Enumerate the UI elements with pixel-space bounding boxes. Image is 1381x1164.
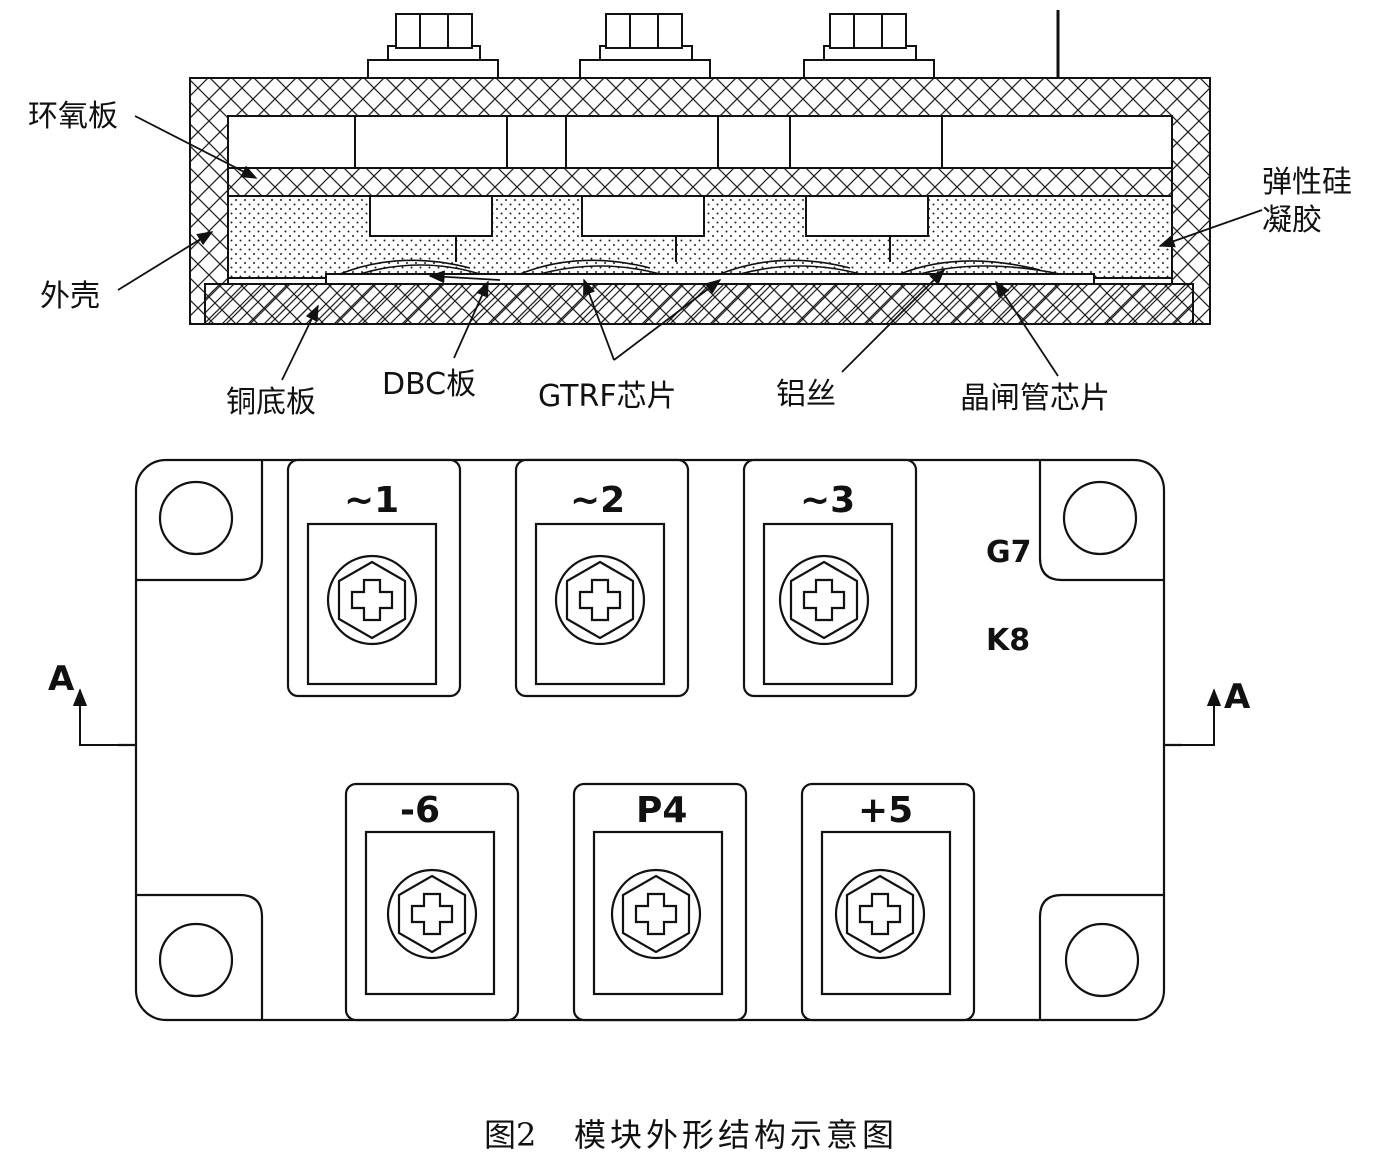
top-view-labels: ~1 ~2 ~3 -6 P4 +5 G7 K8 A A — [48, 480, 1251, 831]
label-gtrf-chip: GTRF芯片 — [538, 379, 677, 414]
top-view — [118, 458, 1182, 1022]
section-marks — [72, 688, 1222, 746]
screw-icon — [326, 554, 418, 646]
caption-figure-no: 图2 — [484, 1116, 536, 1154]
caption-title: 模块外形结构示意图 — [574, 1116, 898, 1154]
terminal-top-3 — [742, 458, 918, 698]
terminal-label-2: ~2 — [570, 480, 625, 521]
section-mark-left: A — [48, 659, 75, 699]
terminal-post-3 — [789, 13, 943, 262]
terminal-bottom-6 — [344, 782, 520, 1022]
terminal-bottom-5 — [800, 782, 976, 1022]
pin-label-g7: G7 — [986, 535, 1032, 570]
label-dbc-board: DBC板 — [382, 367, 476, 402]
screw-icon — [386, 868, 478, 960]
copper-base-plate — [204, 283, 1194, 325]
dbc-board — [325, 273, 1095, 285]
terminal-post-2 — [565, 13, 719, 262]
cross-section — [189, 10, 1211, 325]
epoxy-board — [227, 167, 1173, 197]
terminal-label-5: +5 — [858, 790, 913, 831]
terminal-label-6: -6 — [400, 790, 440, 831]
label-aluminum-wire: 铝丝 — [776, 377, 836, 412]
chips-and-wires — [339, 259, 1061, 275]
terminal-post-1 — [354, 13, 508, 262]
terminal-label-1: ~1 — [344, 480, 399, 521]
pin-label-k8: K8 — [986, 623, 1030, 658]
terminal-label-3: ~3 — [800, 480, 855, 521]
label-silicone-gel-2: 凝胶 — [1262, 203, 1322, 238]
mounting-holes — [136, 460, 1164, 1020]
label-epoxy-board: 环氧板 — [28, 99, 118, 134]
screw-icon — [554, 554, 646, 646]
cross-section-labels: 环氧板 弹性硅 凝胶 外壳 铜底板 DBC板 GTRF芯片 铝丝 晶闸管芯片 — [28, 99, 1352, 420]
screw-icon — [834, 868, 926, 960]
leader-arrows — [117, 115, 1263, 381]
label-copper-base: 铜底板 — [226, 385, 316, 420]
screw-icon — [610, 868, 702, 960]
terminal-bottom-p4 — [572, 782, 748, 1022]
terminal-top-1 — [286, 458, 462, 698]
terminal-label-p4: P4 — [636, 790, 687, 831]
figure-caption: 图2 模块外形结构示意图 — [484, 1116, 898, 1154]
label-housing: 外壳 — [40, 279, 100, 314]
screw-icon — [778, 554, 870, 646]
section-mark-right: A — [1224, 677, 1251, 717]
label-silicone-gel-1: 弹性硅 — [1262, 165, 1352, 200]
terminal-top-2 — [514, 458, 690, 698]
label-thyristor-chip: 晶闸管芯片 — [960, 381, 1110, 416]
